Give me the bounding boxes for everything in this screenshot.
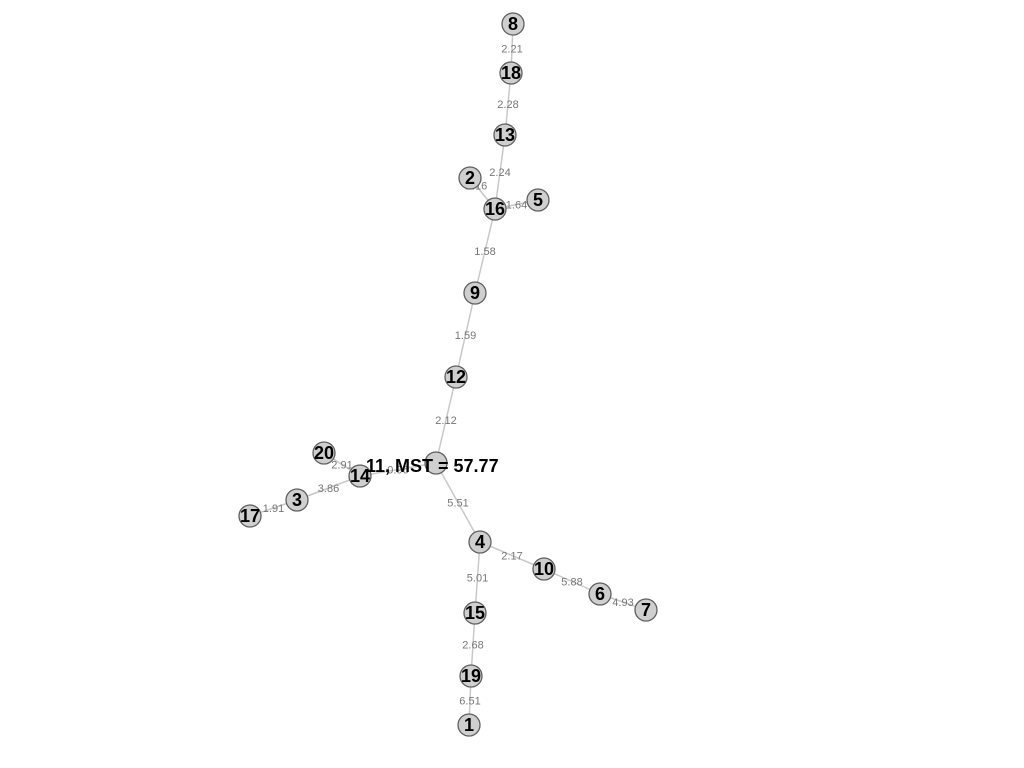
edge-weight-label: 5.51 <box>447 498 468 510</box>
node-6: 6 <box>588 582 612 606</box>
node-label: 18 <box>501 63 521 83</box>
node-label: 20 <box>314 443 334 463</box>
edge-weight-label: 1.64 <box>506 200 527 212</box>
node-label: 3 <box>292 490 302 510</box>
node-circle <box>312 441 336 465</box>
node-circle <box>424 451 448 475</box>
node-label: 19 <box>461 666 481 686</box>
node-circle <box>238 504 262 528</box>
node-circle <box>532 557 556 581</box>
node-10: 10 <box>532 557 556 581</box>
node-circle <box>493 123 517 147</box>
node-circle <box>285 488 309 512</box>
edge-weight-label: 2.28 <box>497 99 518 111</box>
edge-weight-label: 1.58 <box>474 246 495 258</box>
edge-weight-label: 3.86 <box>318 483 339 495</box>
node-circle <box>457 713 481 737</box>
edge-4-15 <box>474 541 481 614</box>
node-7: 7 <box>634 598 658 622</box>
edge-weight-label: 2.17 <box>501 551 522 563</box>
edge-16-9 <box>474 208 496 294</box>
node-label: 1 <box>464 715 474 735</box>
node-label: 2 <box>465 168 475 188</box>
edge-weight-label: 5.88 <box>561 577 582 589</box>
edge-11-14 <box>359 462 437 477</box>
node-16: 16 <box>483 197 507 221</box>
edge-weight-label: 1.59 <box>455 330 476 342</box>
node-circle <box>588 582 612 606</box>
edge-11-4 <box>435 462 481 543</box>
node-5: 5 <box>526 188 550 212</box>
edge-weight-label: 2.91 <box>331 460 352 472</box>
node-circle <box>468 530 492 554</box>
node-9: 9 <box>463 281 487 305</box>
node-13: 13 <box>493 123 517 147</box>
node-15: 15 <box>463 601 487 625</box>
node-label: 15 <box>465 603 485 623</box>
edge-weight-label: 5.01 <box>467 573 488 585</box>
edge-weight-label: 4.93 <box>612 597 633 609</box>
node-label: 7 <box>641 600 651 620</box>
edge-weight-label: 2.21 <box>501 44 522 56</box>
node-label: 13 <box>495 125 515 145</box>
edge-weight-label: 2.24 <box>489 167 510 179</box>
node-20: 20 <box>312 441 336 465</box>
node-17: 17 <box>238 504 262 528</box>
node-8: 8 <box>501 12 525 36</box>
root-node-label: 11, MST = 57.77 <box>366 456 499 476</box>
node-circle <box>458 166 482 190</box>
node-14: 14 <box>348 464 372 488</box>
node-1: 1 <box>457 713 481 737</box>
node-label: 9 <box>470 283 480 303</box>
edge-13-16 <box>494 134 506 210</box>
node-circle <box>444 365 468 389</box>
node-19: 19 <box>459 664 483 688</box>
edge-weight-label: 2.12 <box>435 415 456 427</box>
node-label: 17 <box>240 506 260 526</box>
node-3: 3 <box>285 488 309 512</box>
edge-weight-label: 2.68 <box>462 640 483 652</box>
node-2: 2 <box>458 166 482 190</box>
edge-9-12 <box>455 292 476 378</box>
node-18: 18 <box>499 61 523 85</box>
node-circle <box>483 197 507 221</box>
node-circle <box>526 188 550 212</box>
node-label: 6 <box>595 584 605 604</box>
node-label: 16 <box>485 199 505 219</box>
edge-weight-label: 1.91 <box>263 503 284 515</box>
node-circle <box>459 664 483 688</box>
node-circle <box>634 598 658 622</box>
edge-12-11 <box>435 376 457 464</box>
node-12: 12 <box>444 365 468 389</box>
node-circle <box>348 464 372 488</box>
node-circle <box>463 281 487 305</box>
node-label: 4 <box>475 532 485 552</box>
node-4: 4 <box>468 530 492 554</box>
node-label: 8 <box>508 14 518 34</box>
node-label: 5 <box>533 190 543 210</box>
node-circle <box>499 61 523 85</box>
node-circle <box>463 601 487 625</box>
edge-weight-label: 0.96 <box>387 465 408 477</box>
edge-weight-label: 6.51 <box>459 696 480 708</box>
node-label: 10 <box>534 559 554 579</box>
node-label: 14 <box>350 466 370 486</box>
node-circle <box>501 12 525 36</box>
node-11 <box>424 451 448 475</box>
node-label: 12 <box>446 367 466 387</box>
